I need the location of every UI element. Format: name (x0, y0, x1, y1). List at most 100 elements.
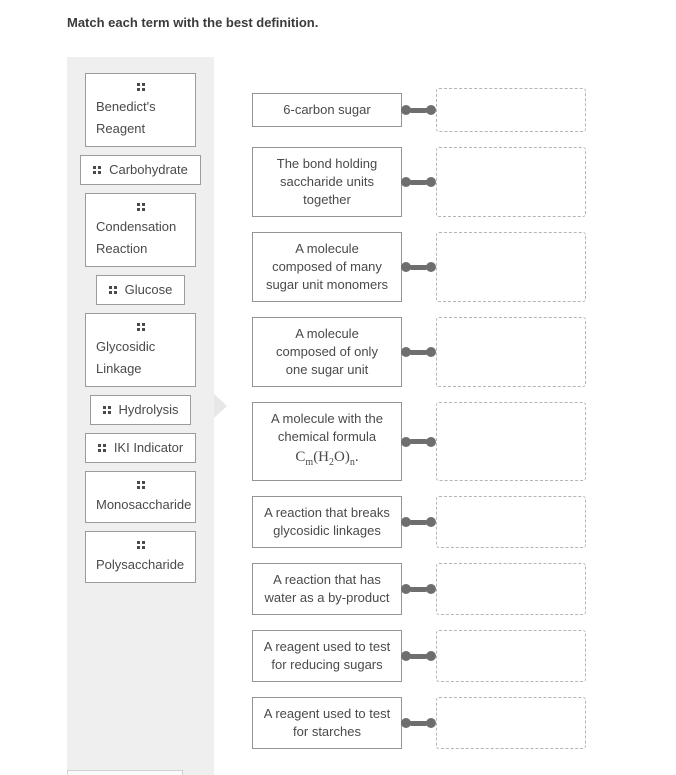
term-label: Benedict's Reagent (96, 99, 156, 136)
connector-link-icon (401, 718, 436, 728)
definition-box: A reaction that breaks glycosidic linkag… (252, 496, 402, 548)
definitions-list: 6-carbon sugar The bond holding sacchari… (214, 57, 586, 775)
term-card[interactable]: Condensation Reaction (85, 193, 196, 267)
definition-box: A molecule composed of only one sugar un… (252, 317, 402, 387)
match-row: A reagent used to test for reducing suga… (252, 630, 586, 682)
definition-box: A molecule composed of many sugar unit m… (252, 232, 402, 302)
connector-bar (409, 264, 428, 270)
definition-box: 6-carbon sugar (252, 93, 402, 127)
drag-handle-icon[interactable] (136, 202, 145, 211)
definition-box: The bond holding saccharide units togeth… (252, 147, 402, 217)
connector-dot (426, 262, 436, 272)
term-card[interactable]: Monosaccharide (85, 471, 196, 523)
answer-drop-zone[interactable] (436, 232, 586, 302)
connector-link-icon (401, 436, 436, 447)
connector-dot (426, 436, 436, 447)
connector-bar (409, 349, 428, 355)
connector-dot (426, 584, 436, 594)
drag-handle-icon[interactable] (93, 166, 102, 174)
connector-dot (401, 436, 411, 447)
drag-handle-icon[interactable] (136, 480, 145, 489)
page-title: Match each term with the best definition… (67, 15, 319, 30)
definition-box: A reaction that has water as a by-produc… (252, 563, 402, 615)
drag-handle-icon[interactable] (108, 286, 117, 294)
connector-bar (409, 107, 428, 113)
connector-dot (426, 347, 436, 357)
term-card[interactable]: Glycosidic Linkage (85, 313, 196, 387)
connector-bar (409, 179, 428, 185)
match-row: A reaction that has water as a by-produc… (252, 563, 586, 615)
definition-text: A molecule composed of only one sugar un… (276, 326, 378, 377)
term-label: Carbohydrate (109, 162, 188, 177)
answer-drop-zone[interactable] (436, 563, 586, 615)
match-row: A molecule composed of many sugar unit m… (252, 232, 586, 302)
answer-drop-zone[interactable] (436, 697, 586, 749)
answer-drop-zone[interactable] (436, 147, 586, 217)
terms-panel: Benedict's Reagent Carbohydrate Condensa… (67, 57, 214, 775)
definition-text: A reaction that breaks glycosidic linkag… (264, 505, 390, 538)
connector-link-icon (401, 651, 436, 661)
connector-bar (409, 653, 428, 659)
connector-dot (426, 105, 436, 115)
match-row: A reaction that breaks glycosidic linkag… (252, 496, 586, 548)
connector-dot (401, 517, 411, 527)
drag-handle-icon[interactable] (136, 322, 145, 331)
connector-link-icon (401, 262, 436, 272)
term-card[interactable]: Hydrolysis (89, 395, 192, 425)
connector-dot (426, 177, 436, 187)
chemical-formula: Cm(H2O)n. (295, 449, 359, 468)
term-label: Condensation Reaction (96, 219, 177, 256)
definition-text: A reagent used to test for reducing suga… (263, 639, 391, 672)
connector-bar (409, 586, 428, 592)
answer-drop-zone[interactable] (436, 88, 586, 132)
definition-box: A reagent used to test for reducing suga… (252, 630, 402, 682)
definition-text: A reaction that has water as a by-produc… (264, 572, 390, 605)
connector-dot (426, 517, 436, 527)
answer-drop-zone[interactable] (436, 317, 586, 387)
definition-text: A reagent used to test for starches (263, 706, 391, 739)
term-label: Polysaccharide (96, 557, 185, 572)
term-label: Hydrolysis (118, 402, 179, 417)
definition-text: A molecule with the chemical formula (270, 411, 383, 444)
connector-dot (401, 347, 411, 357)
term-card[interactable]: Carbohydrate (80, 155, 201, 185)
match-row: A molecule composed of only one sugar un… (252, 317, 586, 387)
connector-dot (426, 718, 436, 728)
connector-link-icon (401, 517, 436, 527)
chevron-right-icon (214, 394, 227, 418)
connector-dot (401, 177, 411, 187)
drag-handle-icon[interactable] (97, 444, 106, 452)
answer-drop-zone[interactable] (436, 496, 586, 548)
connector-dot (401, 718, 411, 728)
answer-drop-zone[interactable] (436, 402, 586, 481)
connector-bar (409, 519, 428, 525)
term-label: Glycosidic Linkage (96, 339, 156, 376)
match-row: A reagent used to test for starches (252, 697, 586, 749)
drag-handle-icon[interactable] (136, 82, 145, 91)
definition-box: A reagent used to test for starches (252, 697, 402, 749)
cutoff-bottom-element (67, 770, 183, 775)
term-label: IKI Indicator (113, 440, 184, 455)
term-card[interactable]: Glucose (95, 275, 186, 305)
drag-handle-icon[interactable] (136, 540, 145, 549)
answer-drop-zone[interactable] (436, 630, 586, 682)
connector-bar (409, 439, 428, 444)
connector-link-icon (401, 105, 436, 115)
connector-link-icon (401, 584, 436, 594)
match-row: A molecule with the chemical formula Cm(… (252, 402, 586, 481)
definition-text: 6-carbon sugar (283, 102, 371, 117)
definition-box: A molecule with the chemical formula Cm(… (252, 402, 402, 481)
term-card[interactable]: Benedict's Reagent (85, 73, 196, 147)
connector-dot (401, 584, 411, 594)
connector-dot (401, 105, 411, 115)
drag-handle-icon[interactable] (102, 406, 111, 414)
match-row: 6-carbon sugar (252, 88, 586, 132)
term-card[interactable]: Polysaccharide (85, 531, 196, 583)
term-card[interactable]: IKI Indicator (84, 433, 197, 463)
connector-dot (401, 262, 411, 272)
term-label: Monosaccharide (96, 497, 192, 512)
matching-board: Benedict's Reagent Carbohydrate Condensa… (67, 57, 586, 775)
connector-bar (409, 720, 428, 726)
term-label: Glucose (124, 282, 173, 297)
connector-dot (426, 651, 436, 661)
